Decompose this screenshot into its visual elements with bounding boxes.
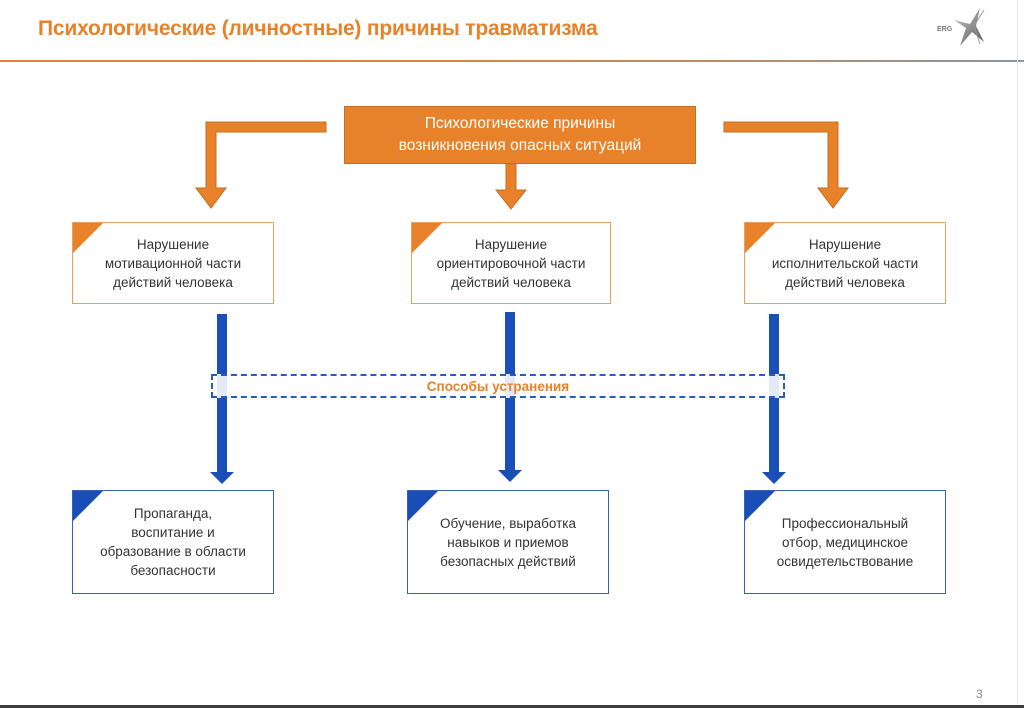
remedies-band: Способы устранения: [211, 374, 785, 398]
root-cause-box: Психологические причины возникновения оп…: [344, 106, 696, 164]
orange-arrow-right: [723, 121, 849, 209]
corner-marker: [412, 223, 442, 253]
bottom-bar: [0, 705, 1024, 708]
cause-box-orientational: Нарушение ориентировочной части действий…: [411, 222, 611, 304]
header-divider: [0, 60, 1024, 62]
corner-marker: [73, 491, 103, 521]
remedy-label: Профессиональный отбор, медицинское осви…: [776, 515, 914, 569]
corner-marker: [408, 491, 438, 521]
remedy-box-propaganda: Пропаганда, воспитание и образование в о…: [72, 490, 274, 594]
remedy-label: Пропаганда, воспитание и образование в о…: [100, 506, 246, 578]
page-number: 3: [976, 687, 983, 701]
erg-logo: ERG: [936, 6, 990, 48]
cause-label: Нарушение ориентировочной части действий…: [436, 236, 586, 290]
corner-marker: [73, 223, 103, 253]
orange-arrow-left: [195, 121, 327, 209]
blue-arrow-left: [210, 314, 234, 484]
corner-marker: [745, 491, 775, 521]
cause-box-executive: Нарушение исполнительской части действий…: [744, 222, 946, 304]
slide-title: Психологические (личностные) причины тра…: [38, 17, 598, 40]
remedy-label: Обучение, выработка навыков и приемов бе…: [440, 515, 576, 569]
cause-box-motivational: Нарушение мотивационной части действий ч…: [72, 222, 274, 304]
cause-label: Нарушение мотивационной части действий ч…: [104, 236, 242, 290]
orange-arrow-center: [494, 163, 528, 210]
logo-text: ERG: [937, 26, 953, 33]
remedy-box-selection: Профессиональный отбор, медицинское осви…: [744, 490, 946, 594]
blue-arrow-right: [762, 314, 786, 484]
remedy-box-training: Обучение, выработка навыков и приемов бе…: [407, 490, 609, 594]
cause-label: Нарушение исполнительской части действий…: [771, 236, 919, 290]
corner-marker: [745, 223, 775, 253]
page-edge: [1017, 0, 1018, 708]
star-logo-icon: [954, 8, 985, 46]
